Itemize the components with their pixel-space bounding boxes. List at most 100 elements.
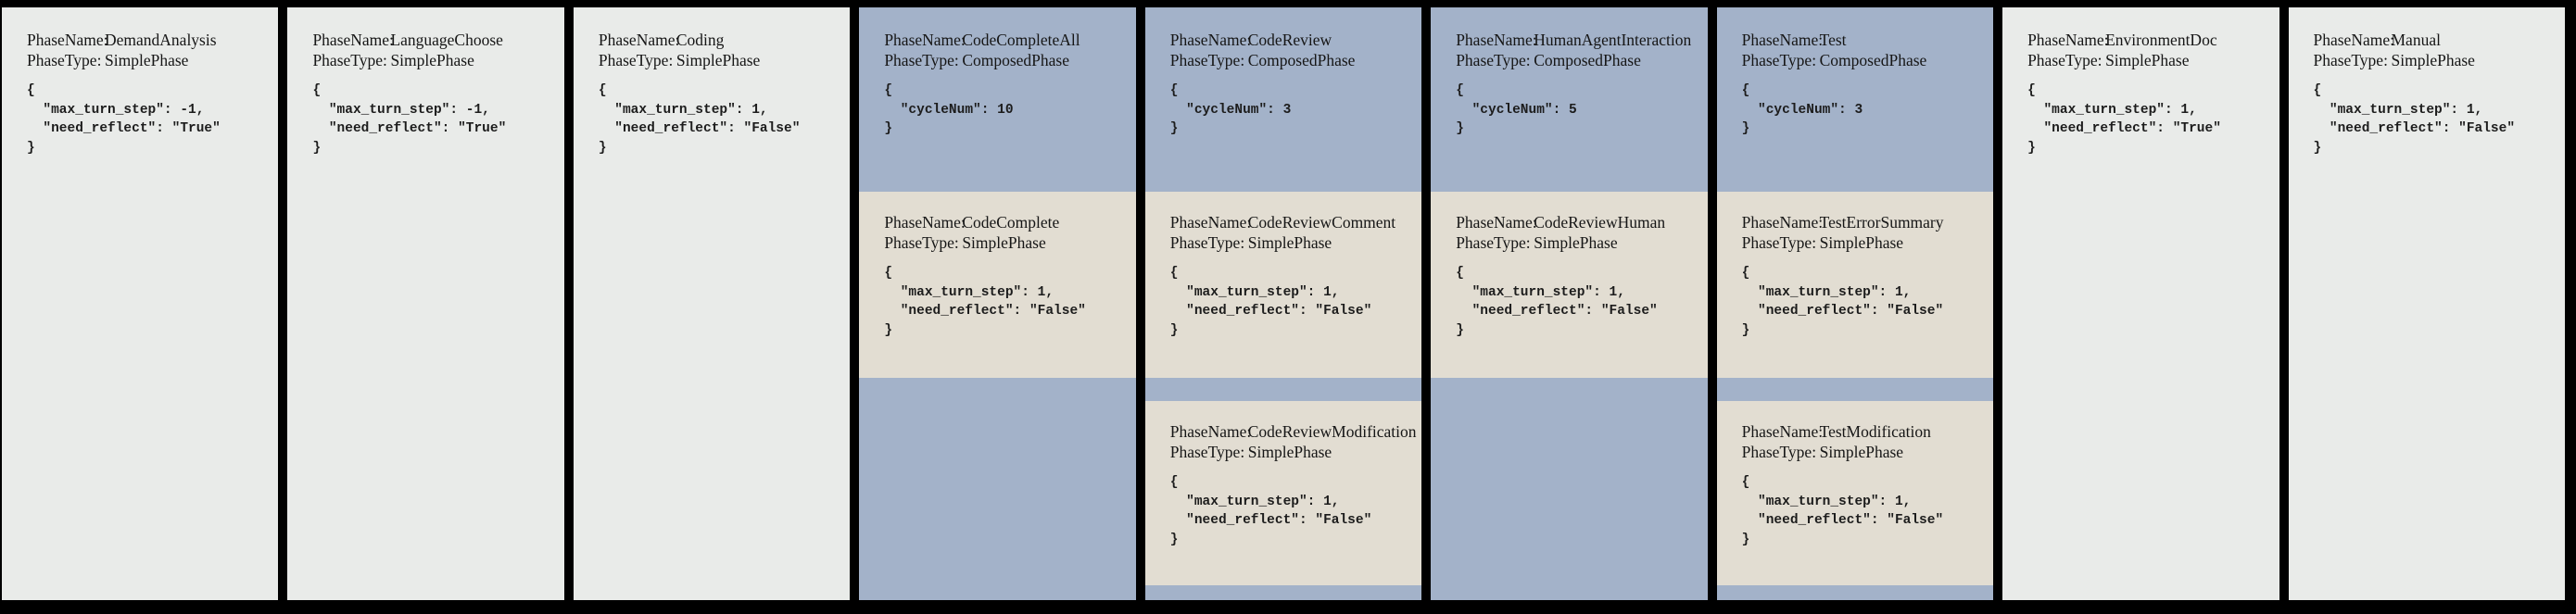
phase-type-value: ComposedPhase xyxy=(1819,50,1927,69)
phase-card-content: PhaseName: LanguageChoose PhaseType: Sim… xyxy=(287,7,563,157)
phase-name-value: Test xyxy=(1819,31,1847,49)
phase-card-test: PhaseName: Test PhaseType: ComposedPhase… xyxy=(1716,7,1994,600)
phase-type-row: PhaseType: SimplePhase xyxy=(1170,233,1416,254)
phase-card-language-choose: PhaseName: LanguageChoose PhaseType: Sim… xyxy=(287,7,564,600)
phase-type-label: PhaseType: xyxy=(884,50,959,69)
phase-name-row: PhaseName: LanguageChoose xyxy=(312,31,558,51)
phase-name-value: TestErrorSummary xyxy=(1819,213,1944,232)
phase-name-value: DemandAnalysis xyxy=(105,31,217,49)
phase-config-json: { "max_turn_step": 1, "need_reflect": "F… xyxy=(2313,83,2516,156)
phase-type-value: SimplePhase xyxy=(1247,442,1332,461)
phase-name-value: Coding xyxy=(676,31,725,49)
phase-name-label: PhaseName: xyxy=(1741,31,1824,49)
phase-type-row: PhaseType: SimplePhase xyxy=(1456,233,1701,254)
subphase-card-content: PhaseName: CodeComplete PhaseType: Simpl… xyxy=(859,192,1135,340)
phase-type-value: ComposedPhase xyxy=(962,50,1070,69)
subphase-card-content: PhaseName: TestModification PhaseType: S… xyxy=(1717,401,1993,549)
phase-name-row: PhaseName: HumanAgentInteraction xyxy=(1456,31,1701,51)
phase-type-value: SimplePhase xyxy=(105,50,189,69)
phase-card-content: PhaseName: Coding PhaseType: SimplePhase… xyxy=(574,7,850,157)
phase-card-human-agent-interaction: PhaseName: HumanAgentInteraction PhaseTy… xyxy=(1431,7,1708,600)
subphase-card-code-review-comment: PhaseName: CodeReviewComment PhaseType: … xyxy=(1144,192,1422,378)
phase-type-row: PhaseType: SimplePhase xyxy=(1742,233,1988,254)
phase-card-manual: PhaseName: Manual PhaseType: SimplePhase… xyxy=(2288,7,2565,600)
subphase-card-code-complete: PhaseName: CodeComplete PhaseType: Simpl… xyxy=(859,192,1136,378)
phase-name-row: PhaseName: CodeReviewModification xyxy=(1169,422,1417,443)
phase-type-value: SimplePhase xyxy=(1819,442,1904,461)
phase-type-label: PhaseType: xyxy=(1456,232,1531,252)
phase-type-label: PhaseType: xyxy=(312,50,387,69)
phase-name-label: PhaseName: xyxy=(1456,213,1537,232)
phase-name-row: PhaseName: EnvironmentDoc xyxy=(2027,31,2273,51)
phase-name-value: CodeReviewModification xyxy=(1247,422,1417,441)
phase-type-label: PhaseType: xyxy=(1741,50,1817,69)
subphase-card-code-review-human: PhaseName: CodeReviewHuman PhaseType: Si… xyxy=(1431,192,1708,378)
phase-type-value: SimplePhase xyxy=(1819,232,1904,252)
phase-name-label: PhaseName: xyxy=(1169,213,1252,232)
phase-name-row: PhaseName: CodeReview xyxy=(1170,31,1416,51)
phase-config-json: { "max_turn_step": 1, "need_reflect": "F… xyxy=(1741,475,1944,547)
phase-config-json: { "max_turn_step": 1, "need_reflect": "F… xyxy=(1741,266,1944,338)
phase-type-label: PhaseType: xyxy=(884,232,959,252)
phase-name-row: PhaseName: CodeComplete xyxy=(884,213,1130,233)
phase-card-coding: PhaseName: Coding PhaseType: SimplePhase… xyxy=(573,7,851,600)
phase-type-row: PhaseType: SimplePhase xyxy=(312,51,558,71)
phase-name-row: PhaseName: Manual xyxy=(2314,31,2559,51)
phase-type-value: ComposedPhase xyxy=(1534,50,1641,69)
phase-config-json: { "cycleNum": 10 } xyxy=(884,83,1014,136)
phase-config-json: { "max_turn_step": 1, "need_reflect": "F… xyxy=(884,266,1086,338)
phase-name-label: PhaseName: xyxy=(598,31,680,49)
phase-card-code-review: PhaseName: CodeReview PhaseType: Compose… xyxy=(1144,7,1422,600)
phase-name-label: PhaseName: xyxy=(2313,31,2394,49)
phase-type-value: SimplePhase xyxy=(2105,50,2190,69)
phase-type-label: PhaseType: xyxy=(2313,50,2388,69)
phase-card-content: PhaseName: Manual PhaseType: SimplePhase… xyxy=(2289,7,2565,157)
phase-card-content: PhaseName: Test PhaseType: ComposedPhase… xyxy=(1717,7,1993,139)
phase-type-label: PhaseType: xyxy=(1741,232,1817,252)
phase-name-label: PhaseName: xyxy=(2027,31,2109,49)
phase-name-label: PhaseName: xyxy=(1741,213,1824,232)
phase-name-row: PhaseName: Coding xyxy=(599,31,844,51)
phase-type-value: SimplePhase xyxy=(390,50,474,69)
phase-name-row: PhaseName: Test xyxy=(1742,31,1988,51)
phase-name-value: CodeReview xyxy=(1247,31,1332,49)
phase-type-row: PhaseType: ComposedPhase xyxy=(1742,51,1988,71)
phase-type-label: PhaseType: xyxy=(1169,442,1245,461)
phase-name-label: PhaseName: xyxy=(1169,31,1252,49)
phase-type-value: SimplePhase xyxy=(2391,50,2475,69)
phase-name-label: PhaseName: xyxy=(312,31,394,49)
phase-type-row: PhaseType: SimplePhase xyxy=(2314,51,2559,71)
phase-name-row: PhaseName: CodeReviewComment xyxy=(1170,213,1416,233)
phase-config-json: { "cycleNum": 5 } xyxy=(1456,83,1577,136)
phase-type-row: PhaseType: SimplePhase xyxy=(884,233,1130,254)
subphase-card-content: PhaseName: CodeReviewModification PhaseT… xyxy=(1145,401,1421,549)
phase-name-value: HumanAgentInteraction xyxy=(1534,31,1692,49)
phase-name-value: EnvironmentDoc xyxy=(2105,31,2217,49)
subphase-card-test-modification: PhaseName: TestModification PhaseType: S… xyxy=(1716,401,1994,585)
phase-type-value: SimplePhase xyxy=(676,50,761,69)
phase-name-value: LanguageChoose xyxy=(390,31,503,49)
phase-type-row: PhaseType: SimplePhase xyxy=(27,51,272,71)
phase-name-label: PhaseName: xyxy=(1741,422,1824,441)
phase-config-json: { "max_turn_step": -1, "need_reflect": "… xyxy=(27,83,221,156)
subphase-card-content: PhaseName: CodeReviewComment PhaseType: … xyxy=(1145,192,1421,340)
phase-card-environment-doc: PhaseName: EnvironmentDoc PhaseType: Sim… xyxy=(2002,7,2279,600)
phase-config-json: { "max_turn_step": -1, "need_reflect": "… xyxy=(312,83,507,156)
phase-name-label: PhaseName: xyxy=(1169,422,1252,441)
phase-card-content: PhaseName: CodeCompleteAll PhaseType: Co… xyxy=(859,7,1135,139)
phase-type-label: PhaseType: xyxy=(1169,232,1245,252)
subphase-card-code-review-modification: PhaseName: CodeReviewModification PhaseT… xyxy=(1144,401,1422,585)
phase-card-code-complete-all: PhaseName: CodeCompleteAll PhaseType: Co… xyxy=(859,7,1136,600)
phase-name-value: Manual xyxy=(2391,31,2441,49)
phase-type-row: PhaseType: ComposedPhase xyxy=(1456,51,1701,71)
phase-name-value: CodeCompleteAll xyxy=(962,31,1080,49)
phase-name-value: CodeComplete xyxy=(962,213,1060,232)
phase-card-content: PhaseName: HumanAgentInteraction PhaseTy… xyxy=(1431,7,1707,139)
phase-config-json: { "cycleNum": 3 } xyxy=(1169,83,1292,136)
phase-name-label: PhaseName: xyxy=(1456,31,1537,49)
phase-type-label: PhaseType: xyxy=(1456,50,1531,69)
phase-config-json: { "max_turn_step": 1, "need_reflect": "F… xyxy=(1456,266,1658,338)
phase-name-value: CodeReviewComment xyxy=(1247,213,1396,232)
phase-type-row: PhaseType: SimplePhase xyxy=(1742,443,1988,463)
